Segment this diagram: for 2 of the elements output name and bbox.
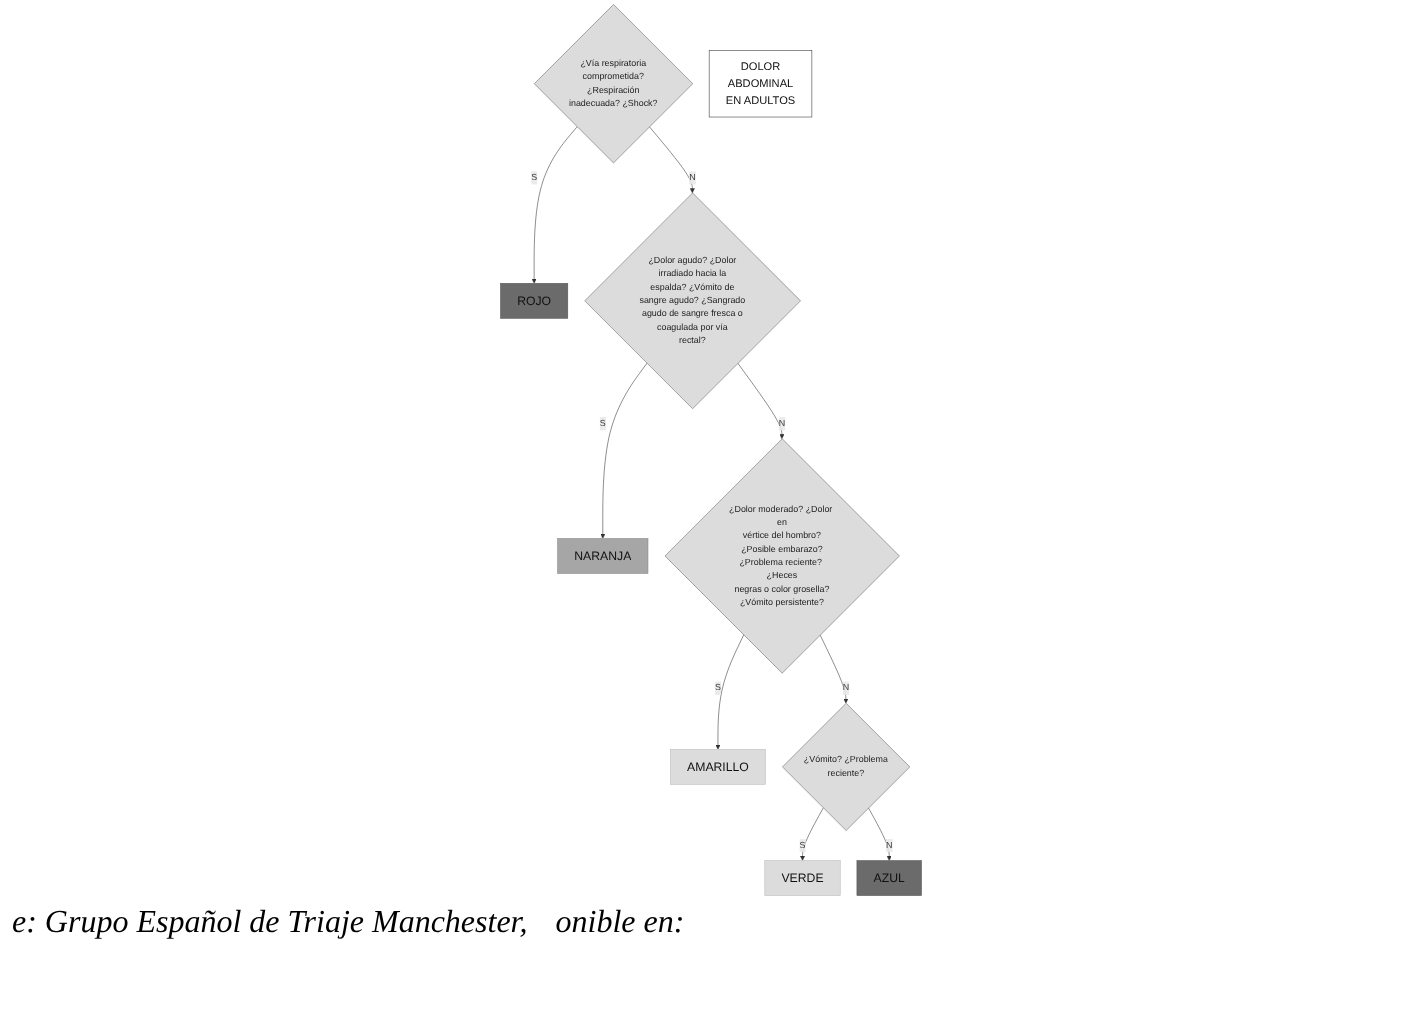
source-note: onible en: [555,904,685,944]
source-note: e: Grupo Español de Triaje Manchester, [12,904,528,944]
